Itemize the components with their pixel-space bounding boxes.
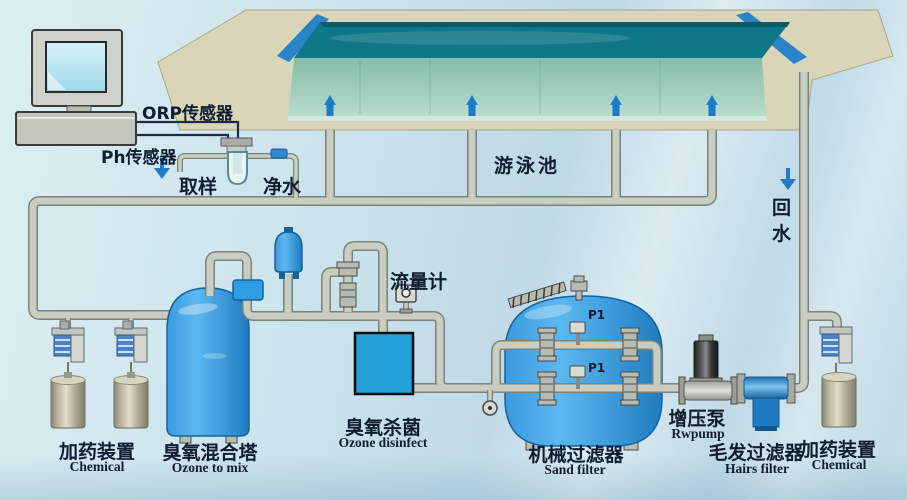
clean-water-valve <box>270 148 288 159</box>
return-water-label: 回水 <box>772 197 792 245</box>
sensor-cables <box>136 120 240 138</box>
ozone-disinfect-label-en: Ozone disinfect <box>338 435 428 450</box>
pressure-gauge-label-bottom: P1 <box>588 361 606 375</box>
flow-meter-label: 流量计 <box>390 271 448 293</box>
chemical-doser-left-2 <box>113 320 149 429</box>
clean-water-label: 净水 <box>263 176 302 198</box>
chemical-right-label-en: Chemical <box>811 457 867 472</box>
flow-meter <box>395 284 417 314</box>
ozone-mixing-tower <box>166 287 250 444</box>
bypass-valve <box>336 261 360 308</box>
sand-filter-label-en: Sand filter <box>544 462 606 477</box>
ozone-injector-box <box>232 279 264 301</box>
sand-filter-tank <box>504 275 663 451</box>
valve <box>620 327 640 362</box>
pool-label: 游泳池 <box>493 155 561 177</box>
booster-pump <box>678 334 738 405</box>
computer-base <box>15 111 137 146</box>
sensor-probe <box>220 137 253 186</box>
orp-sensor-label: ORP传感器 <box>142 104 234 124</box>
valve <box>537 327 557 362</box>
chemical-doser-right <box>819 326 857 428</box>
chemical-left-label-en: Chemical <box>69 459 125 474</box>
ph-sensor-label: Ph传感器 <box>101 148 177 168</box>
hair-filter <box>736 373 796 431</box>
pool-water-edge <box>320 22 790 27</box>
valve <box>537 371 557 406</box>
control-computer <box>15 29 137 146</box>
ozone-pressure-vessel <box>274 227 303 279</box>
ozone-tower-label-zh: 臭氧混合塔 <box>162 442 258 464</box>
nozzle-up-arrow-icon <box>324 95 336 116</box>
return-water-down-arrow-icon <box>780 168 796 190</box>
sampling-down-arrow-icon <box>154 158 170 179</box>
ozone-disinfect-chamber <box>353 331 415 396</box>
pressure-gauge <box>482 400 498 416</box>
swimming-pool <box>157 9 894 131</box>
valve <box>620 371 640 406</box>
pool-gutter-left <box>277 14 329 62</box>
pool-wall-lip <box>287 116 767 121</box>
chemical-doser-left-1 <box>50 320 86 429</box>
chemical-left-label-zh: 加药装置 <box>58 441 136 463</box>
sampling-label: 取样 <box>179 176 218 198</box>
hair-filter-label-en: Hairs filter <box>724 461 790 476</box>
ozone-tower-label-en: Ozone to mix <box>171 460 249 475</box>
ozone-disinfect-label-zh: 臭氧杀菌 <box>344 417 422 439</box>
pressure-gauge-label-top: P1 <box>588 308 606 322</box>
